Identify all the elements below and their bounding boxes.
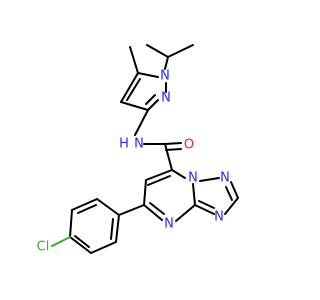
bond-n3t-c3a-double — [198, 200, 215, 209]
bond-isopropyl-n1 — [164, 56, 169, 70]
bond-ph2-ph3 — [90, 241, 117, 254]
bond-c5-phenyl — [118, 204, 145, 216]
bond-n2-c3-double — [145, 94, 156, 105]
atom-n-amide: N — [134, 137, 144, 152]
bond-ph5-ph6-double — [77, 204, 97, 214]
bond-ph1-ph2-double — [110, 218, 114, 240]
bond-n1t-c2t-double — [225, 186, 233, 201]
bond-c5-n4 — [143, 204, 163, 221]
bond-ph1-ph2 — [115, 214, 120, 243]
bond-ph4-cl — [51, 236, 71, 247]
atom-cl: Cl — [37, 240, 50, 255]
bond-isopropyl-ch3-right — [167, 44, 194, 58]
bond-isopropyl-ch3-left — [146, 44, 169, 58]
bond-n1t-c2t — [230, 181, 239, 199]
atom-n-triazole-right: N — [214, 210, 224, 225]
bond-n8-n1t — [199, 177, 220, 182]
bond-n2-c3 — [147, 99, 159, 111]
bond-carbonyl-c7 — [164, 143, 173, 171]
atom-n-pyrimidine: N — [164, 217, 174, 232]
atom-n-triazole-top: N — [220, 171, 230, 186]
atom-h-amide: H — [119, 137, 129, 152]
molecule-structure: N N N H O N N N N Cl — [37, 44, 239, 255]
bonds — [51, 44, 239, 254]
bond-c5-n1 — [137, 72, 159, 78]
bond-carbonyl-o-double — [165, 148, 182, 151]
bond-ph3-ph4-double — [74, 235, 90, 248]
bond-ph6-ph1 — [96, 198, 120, 216]
bond-ph4-ph5 — [69, 209, 73, 238]
bond-c3-c4 — [120, 101, 149, 111]
bond-c6-c5 — [143, 179, 147, 206]
bond-c7-c6 — [145, 169, 173, 181]
bond-n8-c7 — [171, 169, 186, 179]
atom-n-pyrazole-2: N — [161, 91, 171, 106]
bond-c7-c6-double — [147, 175, 171, 186]
bond-c4-c5 — [120, 72, 139, 103]
bond-ph5-ph6 — [71, 198, 98, 211]
bond-c2t-n3t — [224, 197, 239, 215]
bond-carbonyl-o — [164, 142, 182, 145]
atom-o-carbonyl: O — [184, 138, 194, 153]
bond-c3a-n8 — [192, 183, 196, 206]
bond-c5-n4-double — [149, 202, 165, 215]
bond-c4-c5-double — [126, 78, 141, 101]
atom-n-pyrazole-1: N — [160, 69, 170, 84]
bond-n3t-c3a — [194, 204, 215, 215]
bond-methyl-c5 — [129, 46, 139, 74]
atom-labels: N N N H O N N N N Cl — [37, 69, 230, 255]
bond-ph3-ph4 — [69, 236, 92, 254]
bond-n4-c3a — [175, 204, 196, 222]
bond-c3-nh — [134, 109, 149, 136]
atom-n-bridge: N — [188, 171, 198, 186]
